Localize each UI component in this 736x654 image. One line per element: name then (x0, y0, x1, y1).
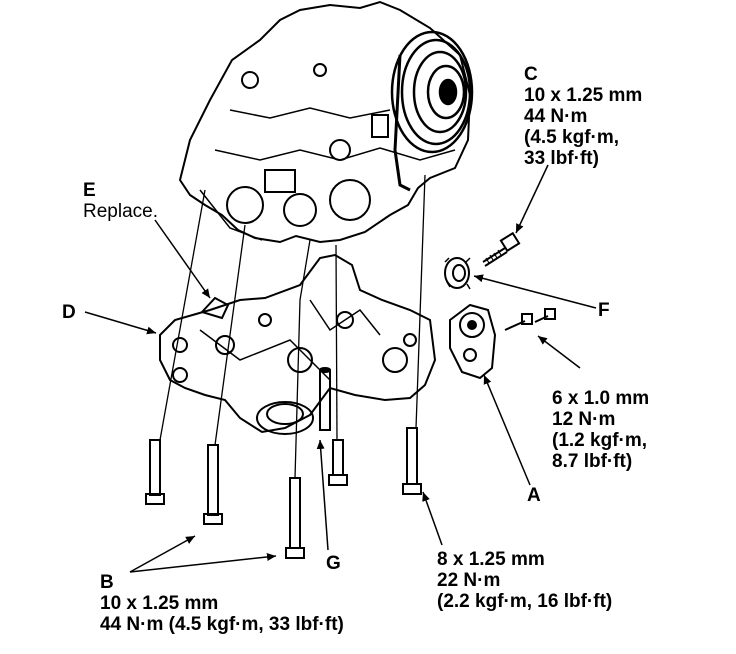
bolt-8x1-25 (402, 427, 422, 495)
callout-f-letter: F (598, 300, 610, 321)
callout-a-bolts-line1: 6 x 1.0 mm (552, 388, 650, 409)
callout-g: G (326, 553, 341, 574)
callout-a-bolts-line4: 8.7 lbf·ft) (552, 451, 633, 472)
callout-e: E Replace. (83, 180, 158, 222)
callout-8x1-25-line2: 22 N·m (437, 570, 501, 591)
crankshaft-pulley (390, 30, 474, 192)
engine-block (178, 0, 472, 244)
gasket-e (200, 296, 230, 320)
callout-a-bolts-line3: (1.2 kgf·m, (552, 430, 648, 451)
sprocket-f (444, 257, 471, 290)
callout-c-line1: 10 x 1.25 mm (524, 85, 643, 106)
bolt-c (482, 231, 521, 267)
callout-c-line3: (4.5 kgf·m, (524, 127, 620, 148)
callout-g-letter: G (326, 553, 341, 574)
callout-b: B 10 x 1.25 mm 44 N·m (4.5 kgf·m, 33 lbf… (100, 572, 344, 635)
bolts-b (145, 439, 348, 559)
callout-a-bolts: 6 x 1.0 mm 12 N·m (1.2 kgf·m, 8.7 lbf·ft… (552, 388, 649, 472)
callout-a-letter: A (527, 485, 541, 506)
callout-a-bolts-line2: 12 N·m (552, 409, 616, 430)
callout-e-letter: E (83, 180, 96, 201)
callout-f: F (598, 300, 610, 321)
callout-c-line4: 33 lbf·ft) (524, 148, 599, 169)
callout-c: C 10 x 1.25 mm 44 N·m (4.5 kgf·m, 33 lbf… (524, 64, 642, 169)
callout-c-letter: C (524, 64, 538, 85)
tensioner-a (449, 303, 497, 380)
callout-d-letter: D (62, 302, 76, 323)
callout-b-line1: 10 x 1.25 mm (100, 593, 219, 614)
callout-d: D (62, 302, 76, 323)
callout-8x1-25-line3: (2.2 kgf·m, 16 lbf·ft) (437, 591, 613, 612)
callout-c-line2: 44 N·m (524, 106, 588, 127)
alignment-lines (159, 174, 426, 479)
callout-8x1-25: 8 x 1.25 mm 22 N·m (2.2 kgf·m, 16 lbf·ft… (437, 549, 612, 612)
callout-leaders (84, 164, 597, 573)
callout-b-letter: B (100, 572, 114, 593)
callout-b-line2: 44 N·m (4.5 kgf·m, 33 lbf·ft) (100, 614, 344, 635)
dowel-pin-g (319, 367, 331, 431)
callout-8x1-25-line1: 8 x 1.25 mm (437, 549, 545, 570)
oil-pump-housing (159, 253, 437, 435)
callout-e-note: Replace. (83, 201, 158, 222)
bolts-6x1 (504, 308, 556, 331)
callout-a: A (527, 485, 541, 506)
